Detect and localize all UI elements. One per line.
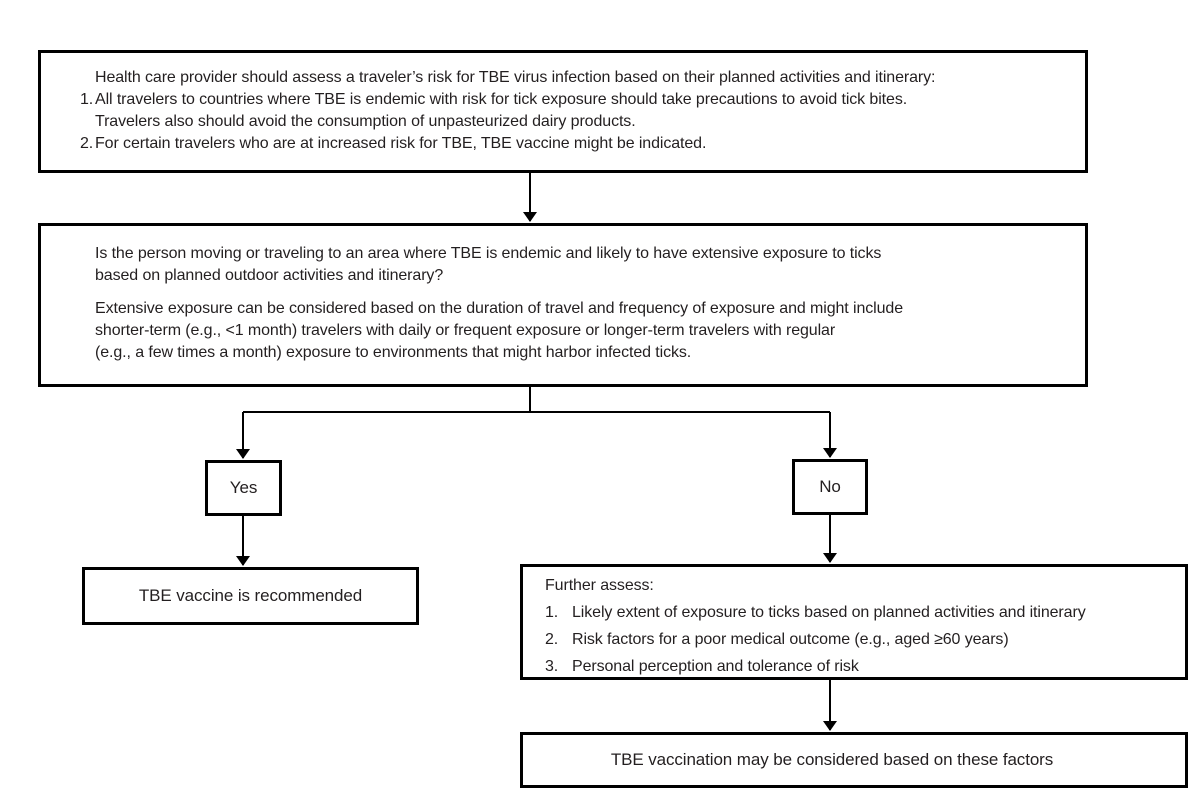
list-item-number: 2. [545,631,559,648]
list-item: 3. Personal perception and tolerance of … [545,656,1175,677]
vaccination-considered-label: TBE vaccination may be considered based … [610,750,1054,769]
list-item: 2. Risk factors for a poor medical outco… [545,629,1175,650]
assess-risk-box: Health care provider should assess a tra… [38,50,1088,173]
yes-label: Yes [229,478,258,497]
no-label: No [819,477,841,496]
yes-box: Yes [205,460,282,516]
further-assess-intro: Further assess: [545,577,654,594]
endemic-question-box: Is the person moving or traveling to an … [38,223,1088,387]
list-item: 1. Likely extent of exposure to ticks ba… [545,602,1175,623]
question-paragraph-1: Is the person moving or traveling to an … [95,245,882,284]
list-item-text: Likely extent of exposure to ticks based… [572,604,1086,621]
list-item-number: 2. [80,135,94,152]
question-paragraph-2: Extensive exposure can be considered bas… [95,300,903,361]
assess-list: 1. All travelers to countries where TBE … [80,89,1073,155]
list-item-text: For certain travelers who are at increas… [95,135,707,152]
list-item: 1. All travelers to countries where TBE … [80,89,1073,133]
further-assess-list: 1. Likely extent of exposure to ticks ba… [545,602,1175,677]
list-item-number: 3. [545,658,559,675]
vaccine-recommended-box: TBE vaccine is recommended [82,567,419,625]
assess-intro-text: Health care provider should assess a tra… [95,69,936,86]
vaccine-recommended-label: TBE vaccine is recommended [138,586,363,605]
list-item-number: 1. [545,604,559,621]
list-item-text: All travelers to countries where TBE is … [95,91,908,130]
further-assess-box: Further assess: 1. Likely extent of expo… [520,564,1188,680]
list-item-text: Risk factors for a poor medical outcome … [572,631,1009,648]
vaccination-considered-box: TBE vaccination may be considered based … [520,732,1188,788]
list-item: 2. For certain travelers who are at incr… [80,133,1073,155]
no-box: No [792,459,868,515]
list-item-text: Personal perception and tolerance of ris… [572,658,859,675]
list-item-number: 1. [80,91,94,108]
